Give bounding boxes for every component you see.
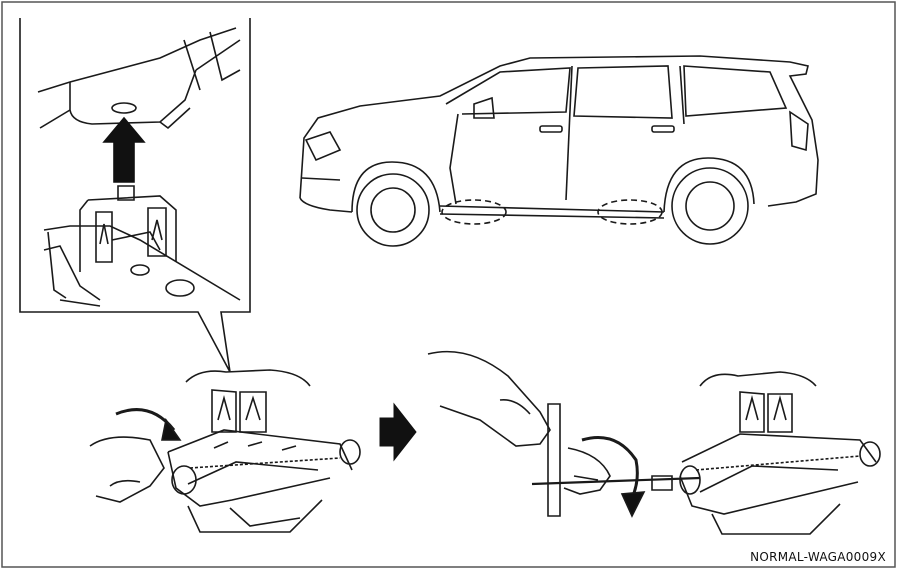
jack-point-marker-rear xyxy=(598,200,662,224)
step-2-crank-handle xyxy=(428,352,880,534)
rotate-arrow-icon xyxy=(162,420,180,440)
jack-point-marker-front xyxy=(442,200,506,224)
diagram-reference-code: NORMAL-WAGA0009X xyxy=(750,550,886,564)
step-1-hand-turning-jack xyxy=(90,370,360,532)
crank-rotate-arrow-icon xyxy=(622,492,644,516)
suv-side-view-icon xyxy=(300,56,818,246)
up-arrow-icon xyxy=(104,118,144,182)
jack-point-icon xyxy=(38,28,240,128)
jack-head-closeup-icon xyxy=(44,186,240,306)
outer-border xyxy=(2,2,895,567)
next-step-arrow-icon xyxy=(380,404,416,460)
inset-detail-panel xyxy=(20,18,250,372)
